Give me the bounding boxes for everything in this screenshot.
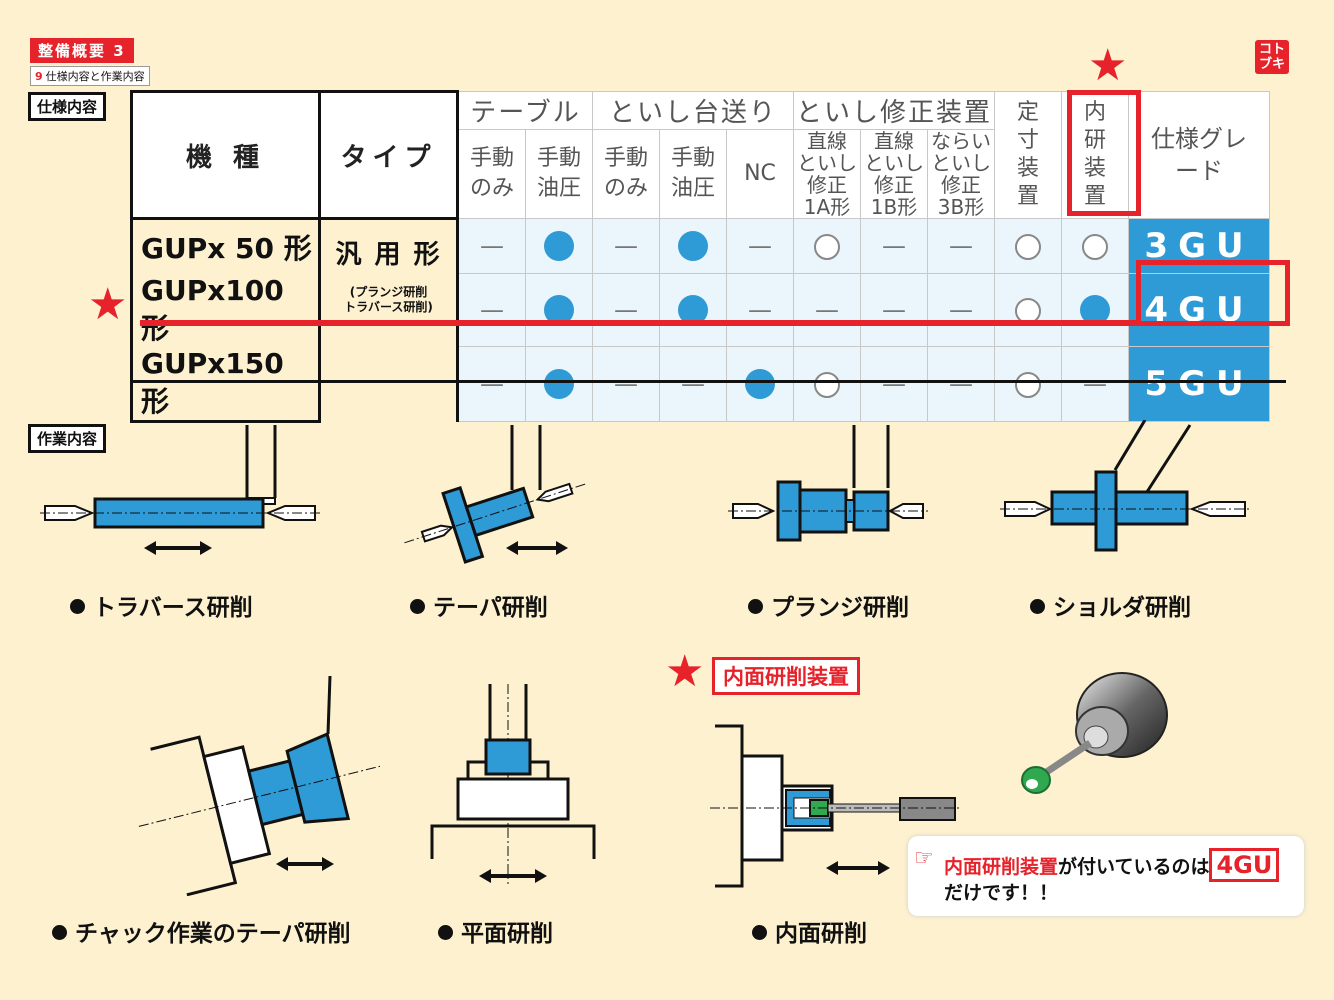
subcol-feed-nc: NC bbox=[726, 129, 794, 219]
header-model: 機 種 bbox=[130, 90, 321, 220]
cell-r3c5 bbox=[726, 346, 794, 422]
caption-shoulder: ショルダ研削 bbox=[1030, 588, 1191, 622]
row-model: GUPx 50 形 bbox=[130, 218, 321, 274]
plunge-diagram-icon bbox=[728, 425, 928, 542]
header-table-group: テーブル bbox=[457, 91, 593, 130]
cell-r2c7: — bbox=[860, 273, 928, 347]
highlight-internal-column bbox=[1067, 90, 1141, 216]
table-bottom-border bbox=[130, 380, 1286, 383]
caption-surface: 平面研削 bbox=[438, 914, 553, 948]
cell-r2c2 bbox=[525, 273, 593, 347]
grade-4gu: 4GU bbox=[1128, 273, 1270, 347]
cell-r2c5: — bbox=[726, 273, 794, 347]
cell-r1c9 bbox=[994, 218, 1062, 274]
cell-r2c6: — bbox=[793, 273, 861, 347]
cell-r1c3: — bbox=[592, 218, 660, 274]
cell-r3c7: — bbox=[860, 346, 928, 422]
internal-device-title: 内面研削装置 bbox=[712, 657, 860, 695]
grade-5gu: 5GU bbox=[1128, 346, 1270, 422]
cell-r3c8: — bbox=[927, 346, 995, 422]
header-type: タイプ bbox=[318, 90, 459, 220]
cell-r3c3: — bbox=[592, 346, 660, 422]
subcol-dress-1b: 直線 といし修正 1B形 bbox=[860, 129, 928, 219]
table-row: GUPx100 形 — — — — — — 4GU bbox=[130, 273, 1270, 347]
subcol-dress-3b: ならい といし修正 3B形 bbox=[927, 129, 995, 219]
callout-line2: だけです！！ bbox=[944, 882, 1059, 904]
surface-diagram-icon bbox=[430, 684, 596, 884]
shoulder-diagram-icon bbox=[1000, 420, 1250, 552]
subcol-feed-manual: 手動のみ bbox=[592, 129, 660, 219]
type-sub: (プランジ研削トラバース研削) bbox=[344, 285, 433, 314]
subcol-dress-1a: 直線 といし修正 1A形 bbox=[793, 129, 861, 219]
row-type: 汎 用 形 (プランジ研削トラバース研削) bbox=[318, 218, 459, 421]
highlight-4gu bbox=[1136, 260, 1290, 326]
spec-table: 機 種 タイプ テーブル といし台送り といし修正装置 定寸装置 内研装置 仕様… bbox=[130, 90, 1270, 423]
subcol-feed-hydraulic: 手動油圧 bbox=[659, 129, 727, 219]
star-internal-device: ★ bbox=[665, 646, 705, 697]
cell-r3c9 bbox=[994, 346, 1062, 422]
cell-r3c10: — bbox=[1061, 346, 1129, 422]
cell-r1c5: — bbox=[726, 218, 794, 274]
brand-logo-text: コトブキ bbox=[1258, 42, 1285, 72]
cell-r3c6 bbox=[793, 346, 861, 422]
traverse-diagram-icon bbox=[40, 425, 320, 555]
caption-chuck-taper: チャック作業のテーパ研削 bbox=[52, 914, 351, 948]
cell-r3c2 bbox=[525, 346, 593, 422]
cell-r1c4 bbox=[659, 218, 727, 274]
internal-grinding-attachment-icon bbox=[1021, 672, 1168, 794]
row-model: GUPx100 形 bbox=[130, 273, 321, 347]
highlight-row-underline bbox=[140, 320, 1140, 326]
cell-r1c2 bbox=[525, 218, 593, 274]
header-dress-group: といし修正装置 bbox=[793, 91, 995, 130]
cell-r2c3: — bbox=[592, 273, 660, 347]
chuck-taper-diagram-icon bbox=[138, 676, 380, 896]
caption-internal: 内面研削 bbox=[752, 914, 867, 948]
subtitle-text: 仕様内容と作業内容 bbox=[45, 70, 145, 83]
header-grade: 仕様グレード bbox=[1128, 91, 1270, 219]
header-internal: 内研装置 bbox=[1061, 91, 1129, 219]
cell-r2c1: — bbox=[457, 273, 526, 347]
row-model: GUPx150 形 bbox=[130, 346, 321, 423]
cell-r3c4: — bbox=[659, 346, 727, 422]
star-row-gupx100: ★ bbox=[88, 279, 128, 330]
subcol-table-manual: 手動のみ bbox=[457, 129, 526, 219]
header-sizing: 定寸装置 bbox=[994, 91, 1062, 219]
cell-r2c10 bbox=[1061, 273, 1129, 347]
section-tag: 整備概要 3 bbox=[30, 38, 134, 63]
callout-badge: 4GU bbox=[1209, 848, 1280, 882]
brand-logo: コトブキ bbox=[1255, 40, 1289, 74]
internal-diagram-icon bbox=[710, 724, 960, 888]
cell-r3c1: — bbox=[457, 346, 526, 422]
cell-r2c8: — bbox=[927, 273, 995, 347]
cell-r1c6 bbox=[793, 218, 861, 274]
caption-plunge: プランジ研削 bbox=[748, 588, 909, 622]
cell-r1c7: — bbox=[860, 218, 928, 274]
spec-section-label: 仕様内容 bbox=[28, 92, 107, 121]
table-row: GUPx150 形 — — — — — — 5GU bbox=[130, 346, 1270, 423]
header-feed-group: といし台送り bbox=[592, 91, 794, 130]
cell-r1c8: — bbox=[927, 218, 995, 274]
cell-r2c4 bbox=[659, 273, 727, 347]
type-main: 汎 用 形 bbox=[335, 240, 442, 270]
taper-diagram-icon bbox=[404, 425, 586, 564]
subcol-table-hydraulic: 手動油圧 bbox=[525, 129, 593, 219]
star-internal-column: ★ bbox=[1088, 40, 1128, 91]
cell-r2c9 bbox=[994, 273, 1062, 347]
pointing-hand-icon: ☞ bbox=[914, 846, 934, 871]
work-section-label: 作業内容 bbox=[28, 424, 107, 453]
table-row: GUPx 50 形 汎 用 形 (プランジ研削トラバース研削) — — — — … bbox=[130, 218, 1270, 421]
caption-traverse: トラバース研削 bbox=[70, 588, 253, 622]
cell-r1c1: — bbox=[457, 218, 526, 274]
subtitle-number: 9 bbox=[35, 70, 43, 83]
caption-taper: テーパ研削 bbox=[410, 588, 548, 622]
cell-r1c10 bbox=[1061, 218, 1129, 274]
